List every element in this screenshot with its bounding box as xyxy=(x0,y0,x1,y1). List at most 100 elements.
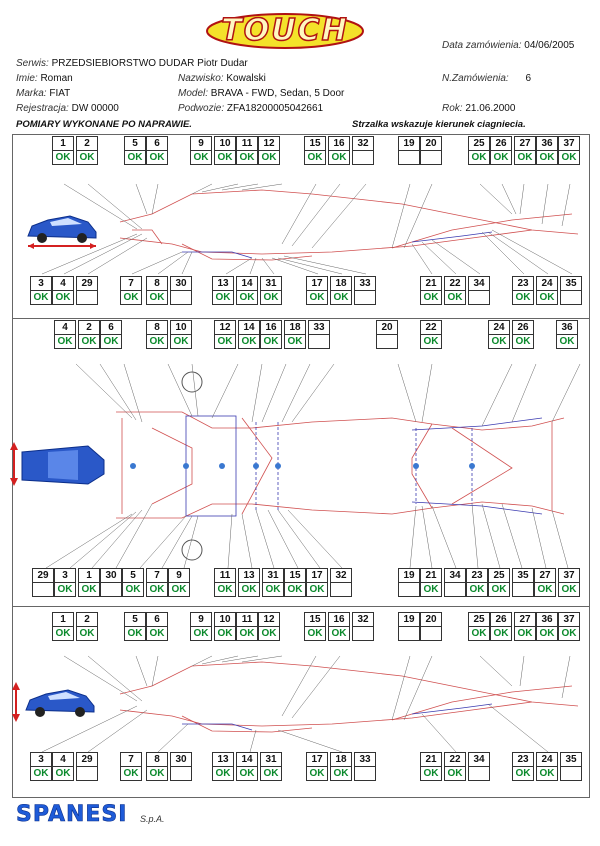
point-number: 13 xyxy=(212,752,234,766)
ok-status: OK xyxy=(512,290,534,305)
point-number: 1 xyxy=(78,568,100,582)
point-number: 16 xyxy=(328,612,350,626)
ok-status: OK xyxy=(124,150,146,165)
point-number: 12 xyxy=(258,612,280,626)
ok-status: OK xyxy=(534,582,556,597)
ok-status: OK xyxy=(236,626,258,641)
point-number: 32 xyxy=(352,612,374,626)
measure-point-20: 20 xyxy=(420,136,442,165)
point-number: 26 xyxy=(490,136,512,150)
year-line: Rok: 21.06.2000 xyxy=(442,103,516,114)
ok-status: OK xyxy=(558,626,580,641)
point-number: 20 xyxy=(420,612,442,626)
point-number: 29 xyxy=(76,752,98,766)
point-number: 8 xyxy=(146,752,168,766)
ok-status: OK xyxy=(490,626,512,641)
make-line: Marka: FIAT xyxy=(16,88,71,99)
ok-status: OK xyxy=(146,150,168,165)
measure-point-20: 20 xyxy=(376,320,398,349)
measure-point-20: 20 xyxy=(420,612,442,641)
ok-status: OK xyxy=(420,334,442,349)
ok-status xyxy=(468,290,490,305)
ok-status: OK xyxy=(146,290,168,305)
ok-status: OK xyxy=(536,626,558,641)
ok-status: OK xyxy=(76,150,98,165)
ok-status: OK xyxy=(146,626,168,641)
point-number: 10 xyxy=(214,612,236,626)
point-number: 7 xyxy=(146,568,168,582)
spanesi-logo: SPANESI xyxy=(16,802,128,828)
logo-text: TOUCH xyxy=(221,12,349,49)
ok-status xyxy=(308,334,330,349)
ok-status xyxy=(100,582,122,597)
ok-status: OK xyxy=(514,150,536,165)
measure-point-34: 34 xyxy=(468,276,490,305)
point-number: 2 xyxy=(78,320,100,334)
ok-status xyxy=(398,626,420,641)
ok-status xyxy=(352,626,374,641)
point-number: 22 xyxy=(444,276,466,290)
ok-status: OK xyxy=(284,334,306,349)
arrow-note: Strzalka wskazuje kierunek ciagniecia. xyxy=(352,119,526,130)
point-number: 23 xyxy=(512,276,534,290)
point-number: 4 xyxy=(54,320,76,334)
order-number: N.Zamówienia: 6 xyxy=(442,73,532,84)
ok-status: OK xyxy=(52,150,74,165)
point-number: 7 xyxy=(120,752,142,766)
point-number: 31 xyxy=(260,276,282,290)
ok-status: OK xyxy=(468,150,490,165)
ok-status: OK xyxy=(214,150,236,165)
ok-status: OK xyxy=(258,150,280,165)
ok-status: OK xyxy=(304,626,326,641)
point-number: 20 xyxy=(420,136,442,150)
ok-status: OK xyxy=(306,582,328,597)
ok-status: OK xyxy=(556,334,578,349)
point-number: 24 xyxy=(488,320,510,334)
ok-status: OK xyxy=(212,290,234,305)
ok-status: OK xyxy=(78,582,100,597)
point-number: 37 xyxy=(558,568,580,582)
point-number: 18 xyxy=(330,752,352,766)
registration-line: Rejestracja: DW 00000 xyxy=(16,103,119,114)
point-number: 4 xyxy=(52,276,74,290)
point-number: 9 xyxy=(190,136,212,150)
point-number: 5 xyxy=(124,612,146,626)
ok-status xyxy=(560,290,582,305)
point-number: 26 xyxy=(490,612,512,626)
ok-status xyxy=(512,582,534,597)
ok-status: OK xyxy=(236,290,258,305)
car-side-icon-top xyxy=(27,215,97,249)
ok-status: OK xyxy=(514,626,536,641)
ok-status: OK xyxy=(558,582,580,597)
measure-point-33: 33 xyxy=(354,276,376,305)
point-number: 25 xyxy=(468,612,490,626)
ok-status: OK xyxy=(120,766,142,781)
point-number: 29 xyxy=(76,276,98,290)
side-chassis-drawing-bottom xyxy=(41,655,579,753)
